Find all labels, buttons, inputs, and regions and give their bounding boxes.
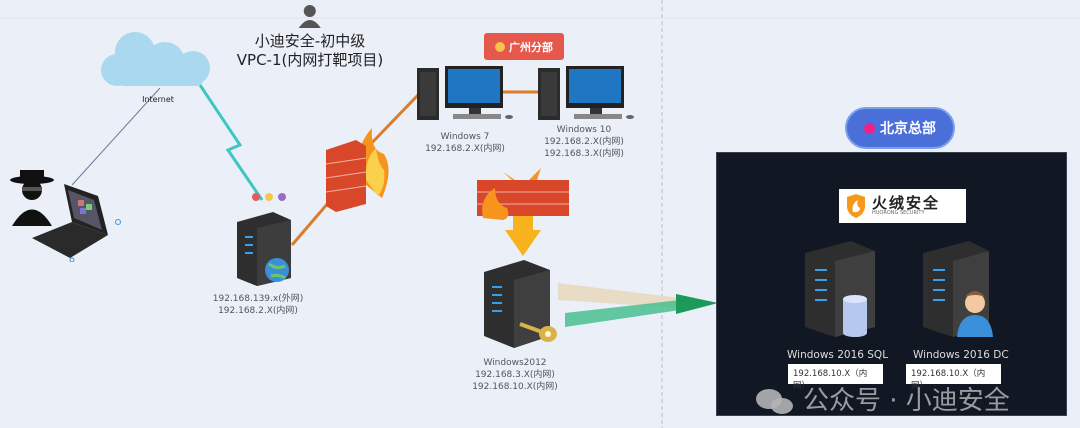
beam-1 [558,283,680,308]
branch-badge[interactable]: 广州分部 [484,33,564,60]
wechat-icon [756,389,793,414]
win10-pc-icon[interactable] [538,64,638,124]
sql-server-name: Windows 2016 SQL [787,349,889,361]
key-icon [519,322,557,342]
firewall-icon [325,128,389,212]
title-line1: 小迪安全-初中级 [254,32,366,50]
beam-2 [565,300,680,327]
globe-icon [265,258,289,282]
win7-pc-icon[interactable] [417,64,517,124]
shield-icon [847,194,865,218]
hacker-icon [10,170,54,226]
hq-badge[interactable]: 北京总部 [845,107,955,149]
watermark: 公众号 · 小迪安全 [755,386,1010,416]
arrow-head [676,294,718,314]
edge-server-icon[interactable] [233,208,298,288]
sql-server-icon[interactable] [801,241,881,341]
win2012-server-icon[interactable] [480,258,560,348]
sql-server-ip: 192.168.10.X（内网） [788,364,883,391]
cloud-icon [101,32,210,86]
dc-server-name: Windows 2016 DC [913,349,1009,361]
flag-icon [495,41,505,52]
dc-server-icon[interactable] [919,241,999,341]
support-agent-icon [298,5,321,28]
flag-icon [864,122,875,134]
database-icon [843,295,867,337]
internet-label: Internet [142,95,174,104]
laptop-icon[interactable] [28,180,123,262]
lightning-link [198,84,264,201]
firewall-2-icon [477,168,569,256]
laptop-internet-link [71,87,161,186]
title-line2: VPC-1(内网打靶项目) [236,51,384,69]
edge-server-label: 192.168.139.x(外网)192.168.2.X(内网) [212,294,304,316]
diagram-title: 小迪安全-初中级 VPC-1(内网打靶项目) [236,5,384,70]
user-icon [957,291,993,337]
down-arrow-icon [505,216,541,256]
dc-server-ip: 192.168.10.X（内网） [906,364,1001,391]
firewall-win7-link [363,93,420,152]
status-dots [252,193,286,201]
